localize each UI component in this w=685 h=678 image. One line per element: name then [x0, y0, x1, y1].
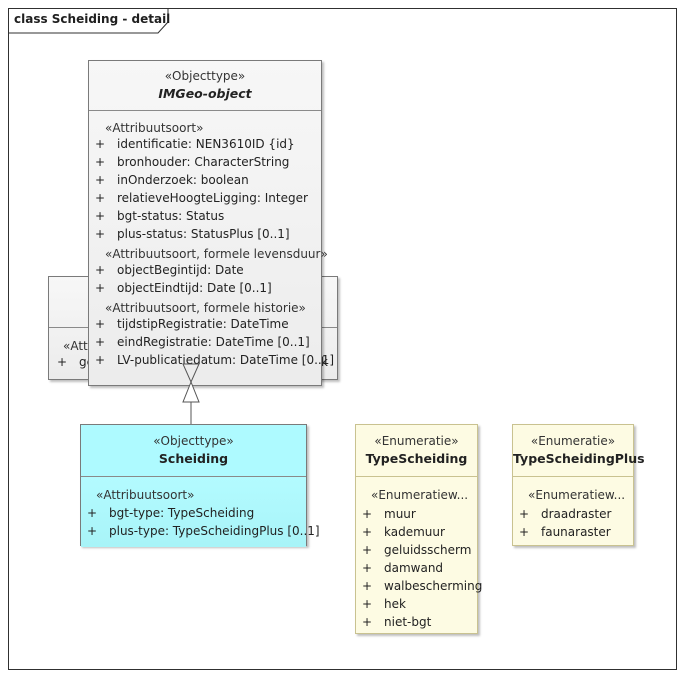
visibility-public-icon: +: [87, 524, 98, 538]
attribute-row[interactable]: + identificatie: NEN3610ID {id}: [95, 135, 321, 153]
visibility-public-icon: +: [519, 507, 530, 521]
attribute-row[interactable]: + draadraster: [519, 505, 633, 523]
visibility-public-icon: +: [362, 561, 373, 575]
scheiding-stereotype: «Objecttype»: [153, 434, 234, 448]
visibility-public-icon: +: [95, 353, 106, 367]
visibility-public-icon: +: [362, 507, 373, 521]
scheiding-class-name: Scheiding: [158, 451, 229, 466]
imgeo-stereotype: «Objecttype»: [164, 69, 246, 83]
attribute-row[interactable]: + bgt-type: TypeScheiding: [87, 504, 303, 522]
visibility-public-icon: +: [95, 137, 106, 151]
attribute-row[interactable]: + objectBegintijd: Date: [95, 261, 321, 279]
scheiding-class[interactable]: «Objecttype» Scheiding «Attribuutsoort» …: [80, 424, 320, 547]
visibility-public-icon: +: [95, 281, 106, 295]
imgeo-class-name: IMGeo-object: [158, 86, 252, 101]
visibility-public-icon: +: [95, 317, 106, 331]
imgeo-section-levensduur: «Attribuutsoort, formele levensduur»: [105, 247, 328, 261]
visibility-public-icon: +: [362, 615, 373, 629]
attribute-row[interactable]: + plus-status: StatusPlus [0..1]: [95, 225, 321, 243]
attribute-text: muur: [384, 507, 416, 521]
frame-title-tab: [8, 8, 169, 34]
type-scheiding-plus-section: «Enumeratiew...: [528, 488, 626, 502]
type-scheiding-plus-name: TypeScheidingPlus: [513, 451, 645, 466]
attribute-text: objectEindtijd: Date [0..1]: [117, 281, 272, 295]
type-scheiding-stereotype: «Enumeratie»: [374, 434, 459, 448]
attribute-text: inOnderzoek: boolean: [117, 173, 249, 187]
imgeo-section-attribuutsoort: «Attribuutsoort»: [105, 121, 204, 135]
attribute-row[interactable]: + hek: [362, 595, 476, 613]
attribute-row[interactable]: + relatieveHoogteLigging: Integer: [95, 189, 321, 207]
type-scheiding-plus-enum[interactable]: «Enumeratie» TypeScheidingPlus «Enumerat…: [512, 424, 645, 546]
visibility-public-icon: +: [95, 263, 106, 277]
attribute-row[interactable]: + LV-publicatiedatum: DateTime [0..1]: [95, 351, 334, 369]
visibility-public-icon: +: [95, 173, 106, 187]
attribute-row[interactable]: + walbescherming: [362, 577, 482, 595]
visibility-public-icon: +: [362, 597, 373, 611]
visibility-public-icon: +: [362, 579, 373, 593]
attribute-row[interactable]: + tijdstipRegistratie: DateTime: [95, 315, 321, 333]
hidden-section-fragment: «Att: [63, 339, 88, 353]
attribute-row[interactable]: + kademuur: [362, 523, 476, 541]
attribute-row[interactable]: + damwand: [362, 559, 476, 577]
visibility-public-icon: +: [519, 525, 530, 539]
attribute-text: bgt-status: Status: [117, 209, 225, 223]
attribute-text: damwand: [384, 561, 444, 575]
attribute-row[interactable]: + eindRegistratie: DateTime [0..1]: [95, 333, 321, 351]
attribute-text: identificatie: NEN3610ID {id}: [117, 137, 295, 151]
attribute-text: tijdstipRegistratie: DateTime: [117, 317, 289, 331]
visibility-public-icon: +: [95, 191, 106, 205]
visibility-public-icon: +: [95, 335, 106, 349]
attribute-text: bgt-type: TypeScheiding: [109, 506, 255, 520]
diagram-frame: [8, 8, 677, 670]
attribute-row[interactable]: + geluidsscherm: [362, 541, 476, 559]
attribute-row[interactable]: + bronhouder: CharacterString: [95, 153, 321, 171]
attribute-row[interactable]: + faunaraster: [519, 523, 633, 541]
visibility-public-icon: +: [362, 543, 373, 557]
attribute-row[interactable]: + plus-type: TypeScheidingPlus [0..1]: [87, 522, 320, 540]
type-scheiding-name: TypeScheiding: [365, 451, 468, 466]
attribute-text: faunaraster: [541, 525, 611, 539]
attribute-row[interactable]: + inOnderzoek: boolean: [95, 171, 321, 189]
attribute-text: plus-type: TypeScheidingPlus [0..1]: [109, 524, 320, 538]
attribute-text: geluidsscherm: [384, 543, 472, 557]
visibility-public-icon: +: [95, 227, 106, 241]
attribute-text: walbescherming: [384, 579, 483, 593]
attribute-text: LV-publicatiedatum: DateTime [0..1]: [117, 353, 335, 367]
visibility-public-icon: +: [95, 155, 106, 169]
attribute-text: objectBegintijd: Date: [117, 263, 244, 277]
attribute-text: hek: [384, 597, 406, 611]
attribute-text: relatieveHoogteLigging: Integer: [117, 191, 308, 205]
type-scheiding-enum[interactable]: «Enumeratie» TypeScheiding «Enumeratiew.…: [355, 424, 482, 634]
attribute-text: plus-status: StatusPlus [0..1]: [117, 227, 290, 241]
frame-title: class Scheiding - detail: [14, 12, 171, 26]
imgeo-section-historie: «Attribuutsoort, formele historie»: [105, 301, 306, 315]
attribute-row[interactable]: + bgt-status: Status: [95, 207, 321, 225]
attribute-row[interactable]: + niet-bgt: [362, 613, 476, 631]
attribute-text: bronhouder: CharacterString: [117, 155, 290, 169]
type-scheiding-plus-stereotype: «Enumeratie»: [530, 434, 616, 448]
hidden-right-fragment: k: [321, 355, 328, 369]
visibility-public-icon: +: [95, 209, 106, 223]
attribute-row[interactable]: + muur: [362, 505, 476, 523]
attribute-text: niet-bgt: [384, 615, 432, 629]
attribute-text: kademuur: [384, 525, 445, 539]
visibility-public-icon: +: [87, 506, 98, 520]
scheiding-section: «Attribuutsoort»: [96, 488, 195, 502]
attribute-text: eindRegistratie: DateTime [0..1]: [117, 335, 310, 349]
attribute-row[interactable]: + objectEindtijd: Date [0..1]: [95, 279, 321, 297]
type-scheiding-section: «Enumeratiew...: [371, 488, 469, 502]
attribute-text: draadraster: [541, 507, 612, 521]
imgeo-object-class[interactable]: «Objecttype» IMGeo-object «Attribuutsoor…: [88, 60, 334, 386]
visibility-public-icon: +: [362, 525, 373, 539]
